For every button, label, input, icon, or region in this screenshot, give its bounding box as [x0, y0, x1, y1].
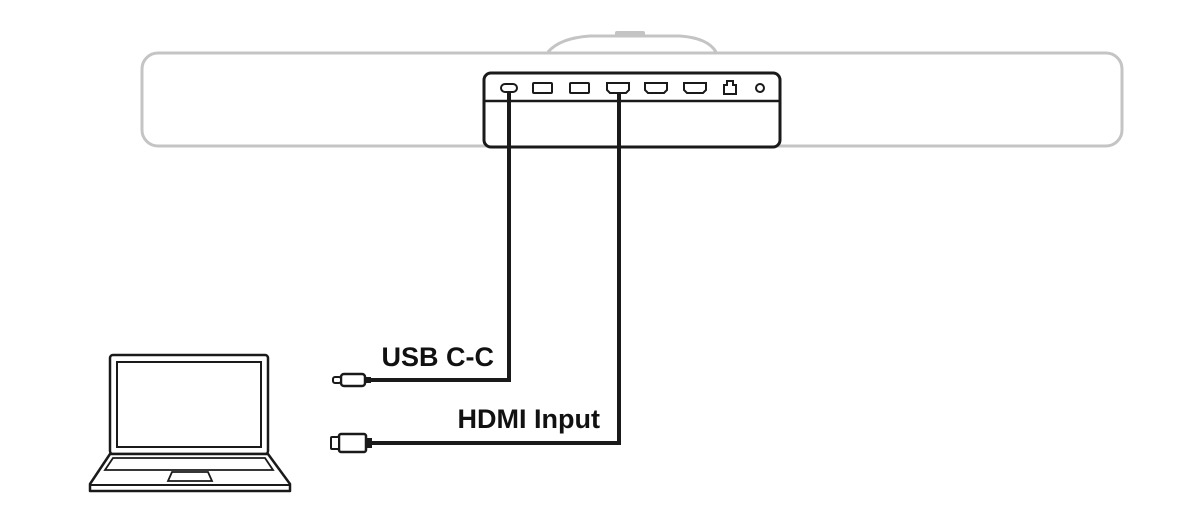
usb-c-port-icon[interactable]: [500, 83, 518, 93]
port-panel: [482, 71, 782, 149]
power-port-icon[interactable]: [755, 83, 765, 93]
hdmi-out-port-1-icon[interactable]: [644, 82, 668, 94]
usb-cable-label: USB C-C: [382, 342, 495, 372]
laptop-trackpad: [166, 471, 214, 482]
laptop-keyboard: [103, 457, 275, 471]
usb-c-connector-icon: [332, 372, 371, 388]
usb-c-cable: [370, 93, 511, 382]
hdmi-cable-label: HDMI Input: [458, 404, 600, 434]
port-panel-box: [482, 71, 782, 149]
hdmi-cable: [372, 93, 621, 445]
hdmi-connector-icon: [330, 432, 372, 454]
camera-top-tab: [615, 31, 645, 37]
usb-a-port-1-icon[interactable]: [532, 82, 553, 94]
hdmi-out-port-2-icon[interactable]: [683, 82, 707, 94]
camera-bump: [546, 34, 718, 54]
cables: [370, 93, 621, 445]
hdmi-in-port-icon[interactable]: [606, 82, 630, 94]
laptop-icon: [88, 353, 292, 493]
usb-a-port-2-icon[interactable]: [569, 82, 590, 94]
laptop-screen: [116, 361, 262, 448]
ethernet-port-icon[interactable]: [723, 80, 737, 95]
